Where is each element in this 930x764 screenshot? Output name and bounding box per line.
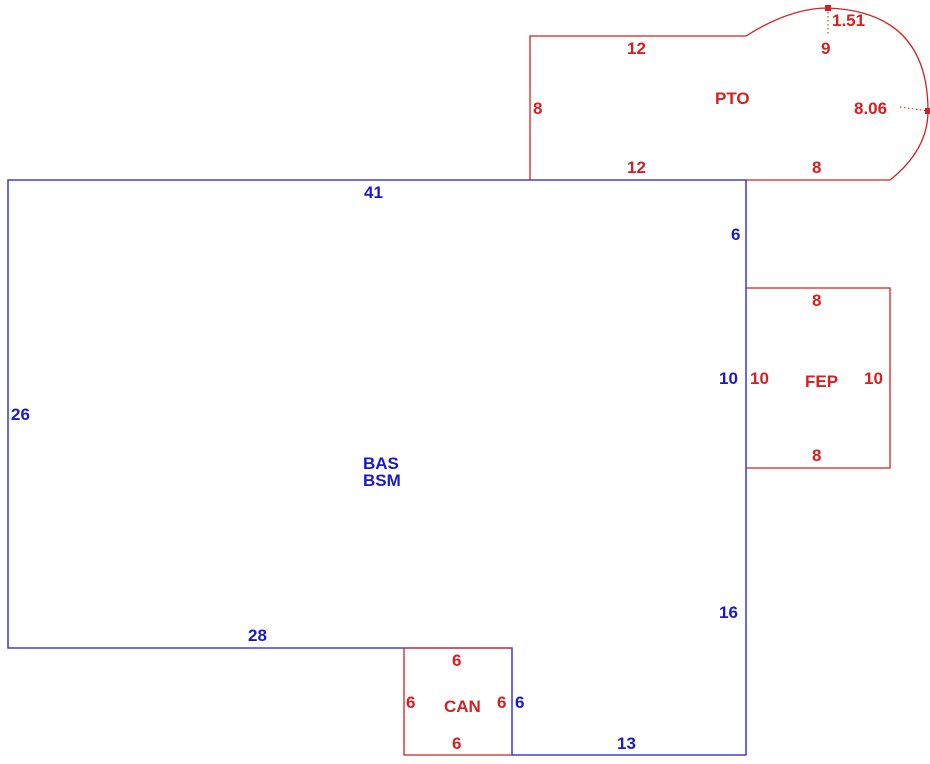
fep-area-outline [746, 287, 891, 469]
pto-dim-left: 8 [533, 99, 542, 118]
pto-dim-arc-rise: 1.51 [832, 11, 865, 30]
pto-arc-point-marker [825, 5, 831, 11]
pto-dim-top: 12 [627, 39, 646, 58]
pto-dim-bottom-left: 12 [627, 158, 646, 177]
can-dim-left: 6 [406, 693, 415, 712]
main-area-code-bas: BAS [363, 454, 399, 473]
main-dim-right-upper: 6 [731, 225, 740, 244]
main-dim-bottom-left: 28 [248, 626, 267, 645]
pto-radius-marker [899, 106, 929, 112]
main-dim-right-lower: 16 [719, 603, 738, 622]
can-dim-top: 6 [452, 651, 461, 670]
pto-area-code: PTO [715, 89, 750, 108]
pto-area-outline [529, 7, 929, 181]
fep-dim-bottom: 8 [812, 446, 821, 465]
pto-dim-bottom-right: 8 [812, 158, 821, 177]
main-dim-left: 26 [11, 405, 30, 424]
can-dim-right: 6 [497, 693, 506, 712]
can-dim-bottom: 6 [452, 734, 461, 753]
main-dim-top: 41 [364, 183, 383, 202]
pto-radius-point-marker [925, 108, 930, 114]
pto-dim-radius: 8.06 [854, 99, 887, 118]
main-area-code-bsm: BSM [363, 471, 401, 490]
pto-dim-arc-chord: 9 [821, 39, 830, 58]
main-dim-bottom-right: 13 [617, 734, 636, 753]
can-area-code: CAN [444, 697, 481, 716]
fep-dim-left: 10 [750, 369, 769, 388]
fep-dim-right: 10 [864, 369, 883, 388]
main-dim-right-mid: 10 [719, 369, 738, 388]
fep-dim-top: 8 [812, 291, 821, 310]
main-dim-notch-right: 6 [515, 693, 524, 712]
fep-area-code: FEP [805, 372, 838, 391]
can-area-outline [403, 647, 512, 756]
